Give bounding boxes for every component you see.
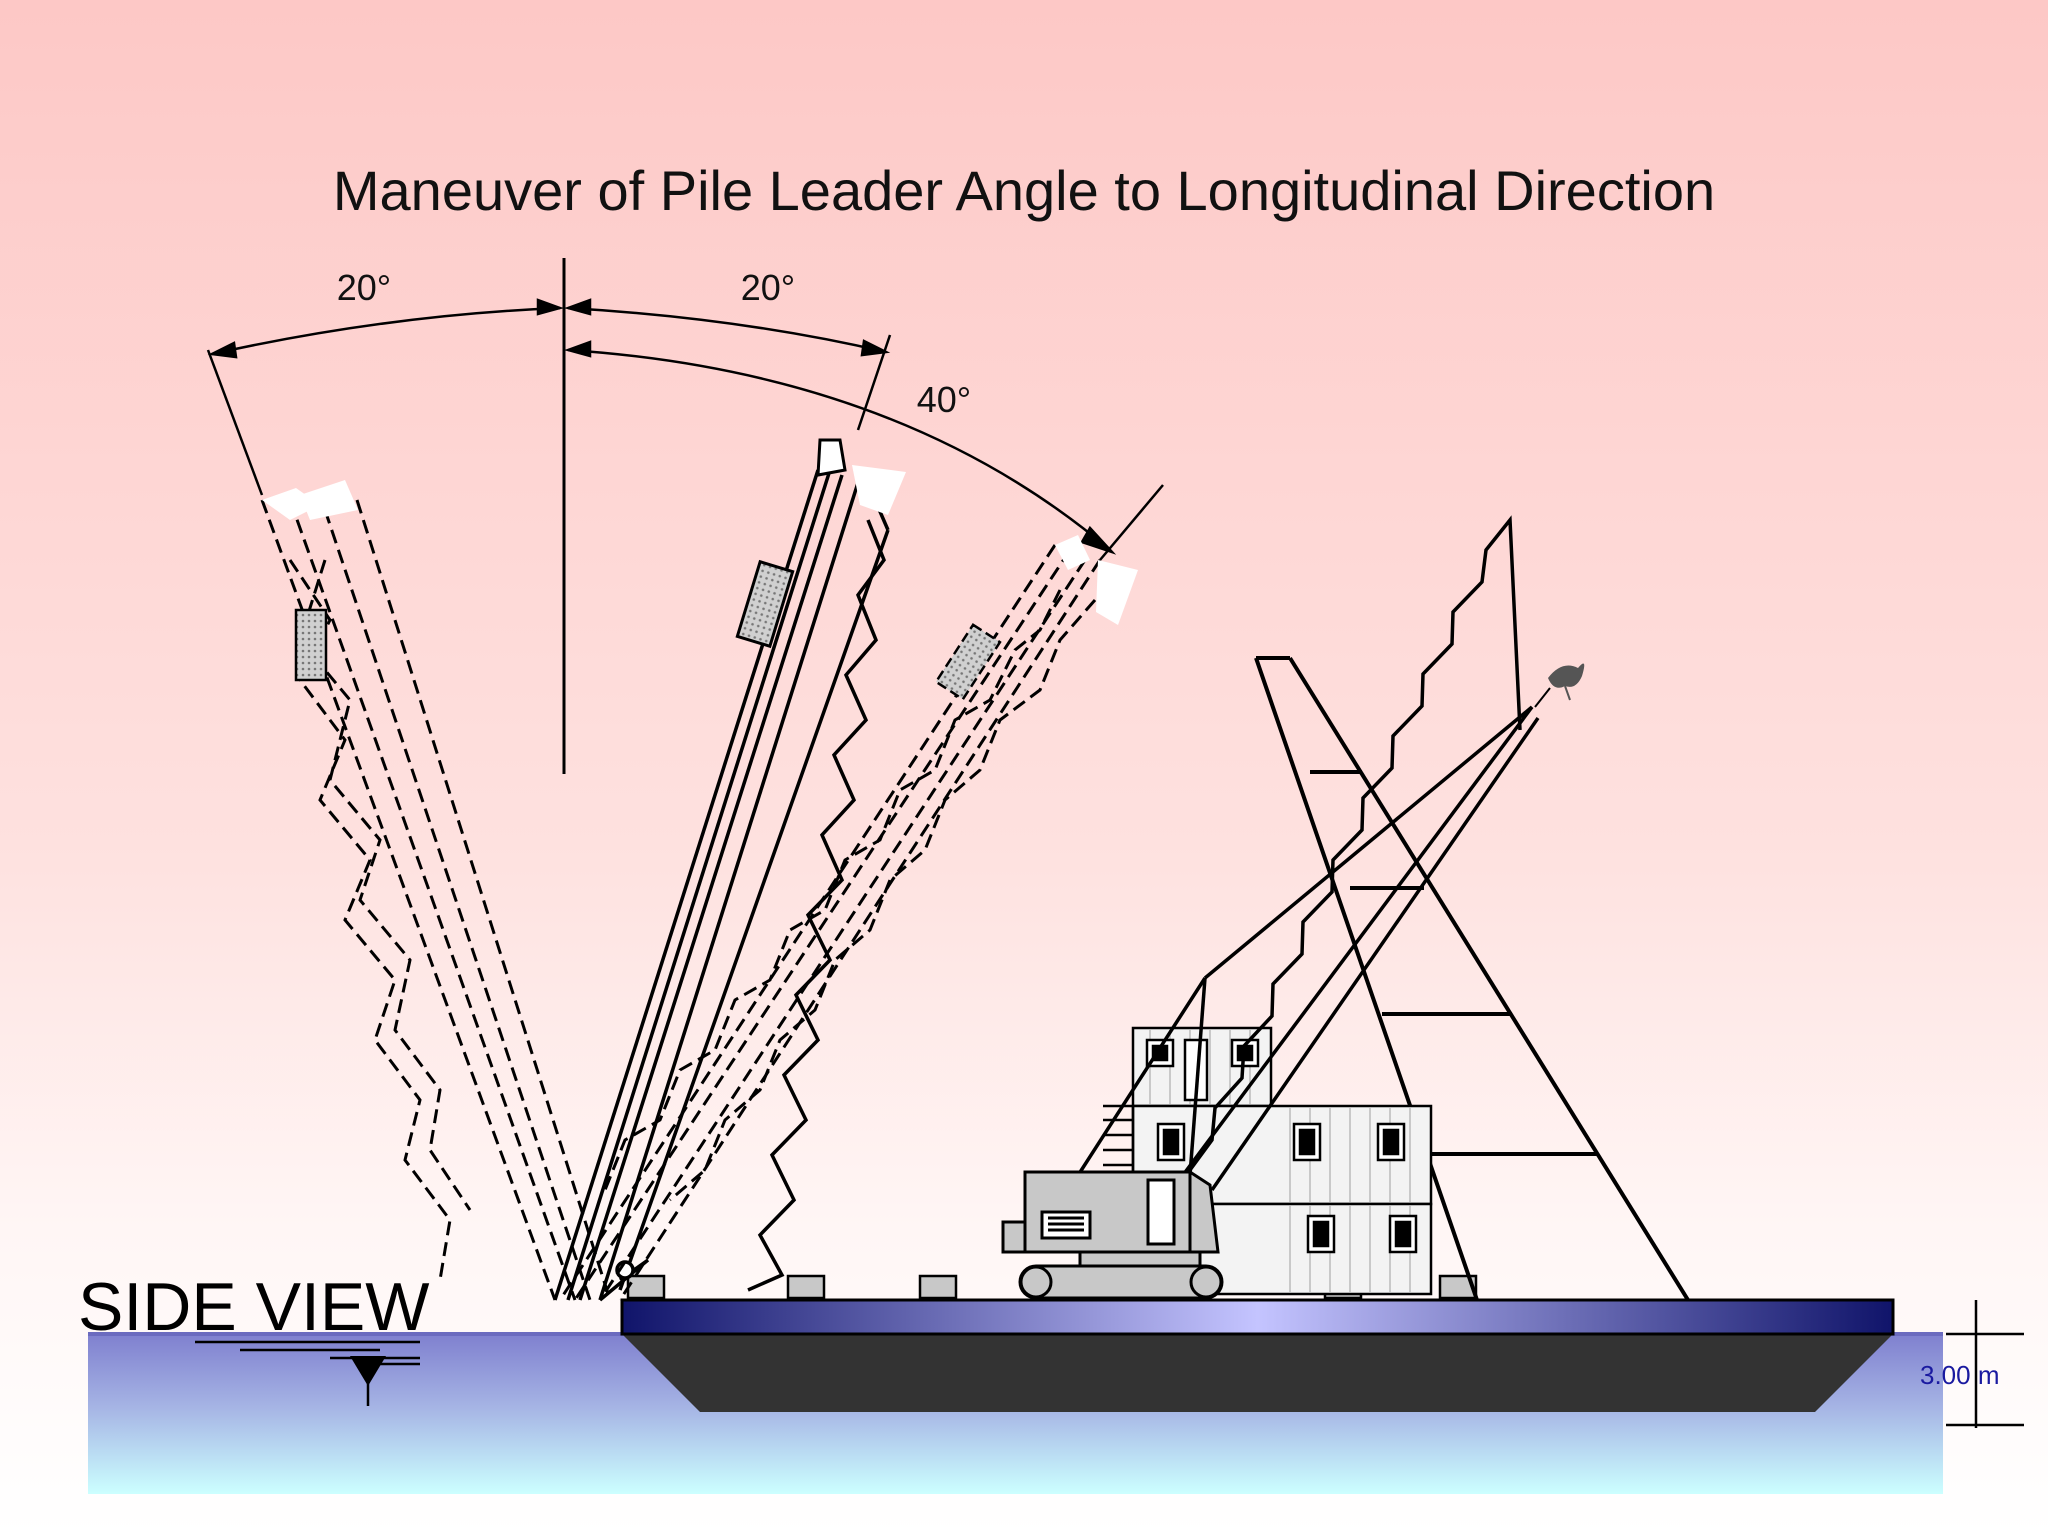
leader-vertical-top-cap [816,438,847,477]
angle-extension-lines [206,334,1164,561]
draft-label: 3.00 m [1920,1360,2000,1390]
angle-arcs [207,298,1117,555]
water-level-symbol [195,1340,420,1406]
leader-forward-top-cap [1055,535,1090,570]
pile-hammer-vertical [735,559,795,649]
leader-back-position [260,488,612,1301]
pile-hammer-forward [934,623,1002,701]
crane-boom [1073,515,1540,1191]
leader-forward-backstay-cap [1096,560,1138,625]
leader-vertical-position [553,469,890,1302]
bird-icon [1548,663,1585,701]
a-frame-gantry [1254,656,1690,1302]
deck-bollards [626,1274,1478,1300]
barge-hull [622,1334,1893,1412]
crane-hoist-line [1534,687,1551,708]
leader-forward-position [558,544,1102,1301]
crawler-crane [1001,1169,1224,1300]
angle-label-right: 20° [741,267,795,308]
leader-back-cap [300,480,358,520]
barge-deck [620,1298,1895,1336]
side-view-label: SIDE VIEW [78,1269,429,1345]
draft-dimension [1946,1300,2024,1428]
leader-vertical-backstay-cap [852,465,906,515]
angle-label-left: 20° [337,267,391,308]
angle-label-total: 40° [917,379,971,420]
diagram-title: Maneuver of Pile Leader Angle to Longitu… [333,159,1715,222]
